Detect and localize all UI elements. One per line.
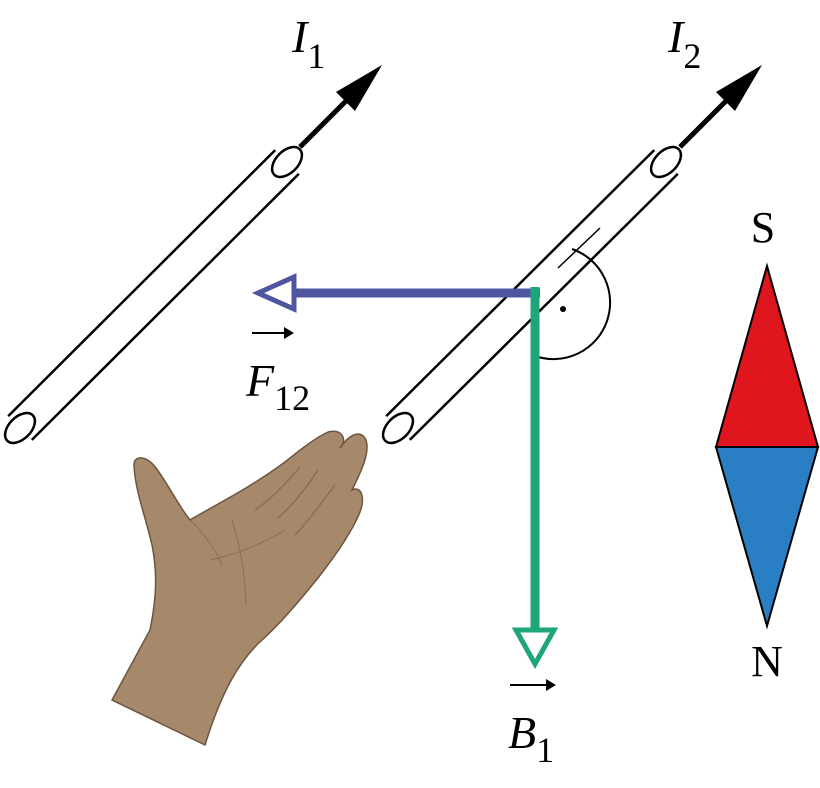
current-label-2: I2 bbox=[667, 11, 701, 76]
right-angle-marker bbox=[534, 227, 612, 361]
field-vector bbox=[511, 287, 559, 670]
compass-north-label: N bbox=[751, 637, 783, 686]
force-label: F12 bbox=[245, 327, 310, 418]
svg-text:F12: F12 bbox=[245, 355, 310, 418]
open-hand-icon bbox=[110, 430, 368, 747]
current-label-1: I1 bbox=[291, 11, 325, 76]
current-arrow-2 bbox=[678, 65, 762, 149]
current-arrow-1 bbox=[298, 65, 382, 149]
compass-south-label: S bbox=[751, 203, 775, 252]
compass-needle-icon bbox=[714, 262, 820, 630]
wire-1 bbox=[3, 145, 304, 445]
force-vector bbox=[251, 273, 540, 313]
field-label: B1 bbox=[508, 679, 556, 770]
svg-text:B1: B1 bbox=[508, 707, 554, 770]
